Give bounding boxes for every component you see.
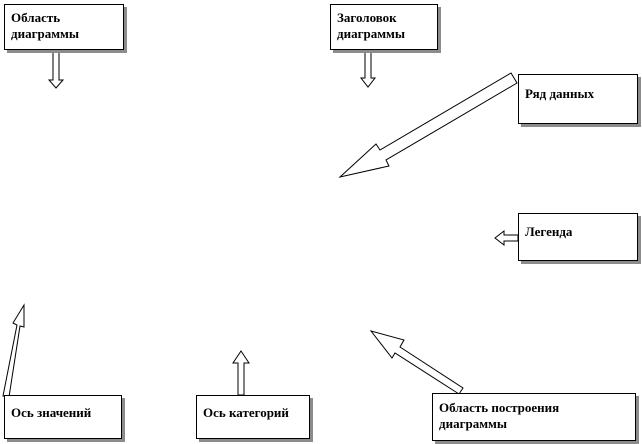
- arrow-category-axis: [232, 350, 250, 396]
- arrow-chart-title: [359, 49, 377, 88]
- arrow-chart-area: [47, 49, 65, 89]
- label-value-axis-text: Ось значений: [11, 405, 92, 420]
- label-legend: Легенда: [518, 213, 638, 261]
- label-data-series: Ряд данных: [518, 74, 638, 124]
- label-category-axis-text: Ось категорий: [203, 405, 289, 420]
- label-chart-title: Заголовок диаграммы: [330, 4, 438, 50]
- label-data-series-text: Ряд данных: [525, 86, 595, 101]
- arrow-value-axis: [2, 303, 25, 398]
- label-legend-text: Легенда: [525, 224, 573, 239]
- label-value-axis: Ось значений: [4, 395, 122, 439]
- label-chart-title-text: Заголовок диаграммы: [337, 10, 406, 41]
- label-category-axis: Ось категорий: [196, 395, 310, 439]
- label-chart-area: Область диаграммы: [4, 4, 124, 50]
- arrow-data-series: [338, 72, 518, 178]
- label-chart-area-text: Область диаграммы: [11, 10, 80, 41]
- arrow-legend: [494, 229, 519, 247]
- arrow-plot-area: [369, 330, 464, 395]
- label-plot-area: Область построения диаграммы: [432, 393, 636, 441]
- label-plot-area-text: Область построения диаграммы: [439, 400, 560, 431]
